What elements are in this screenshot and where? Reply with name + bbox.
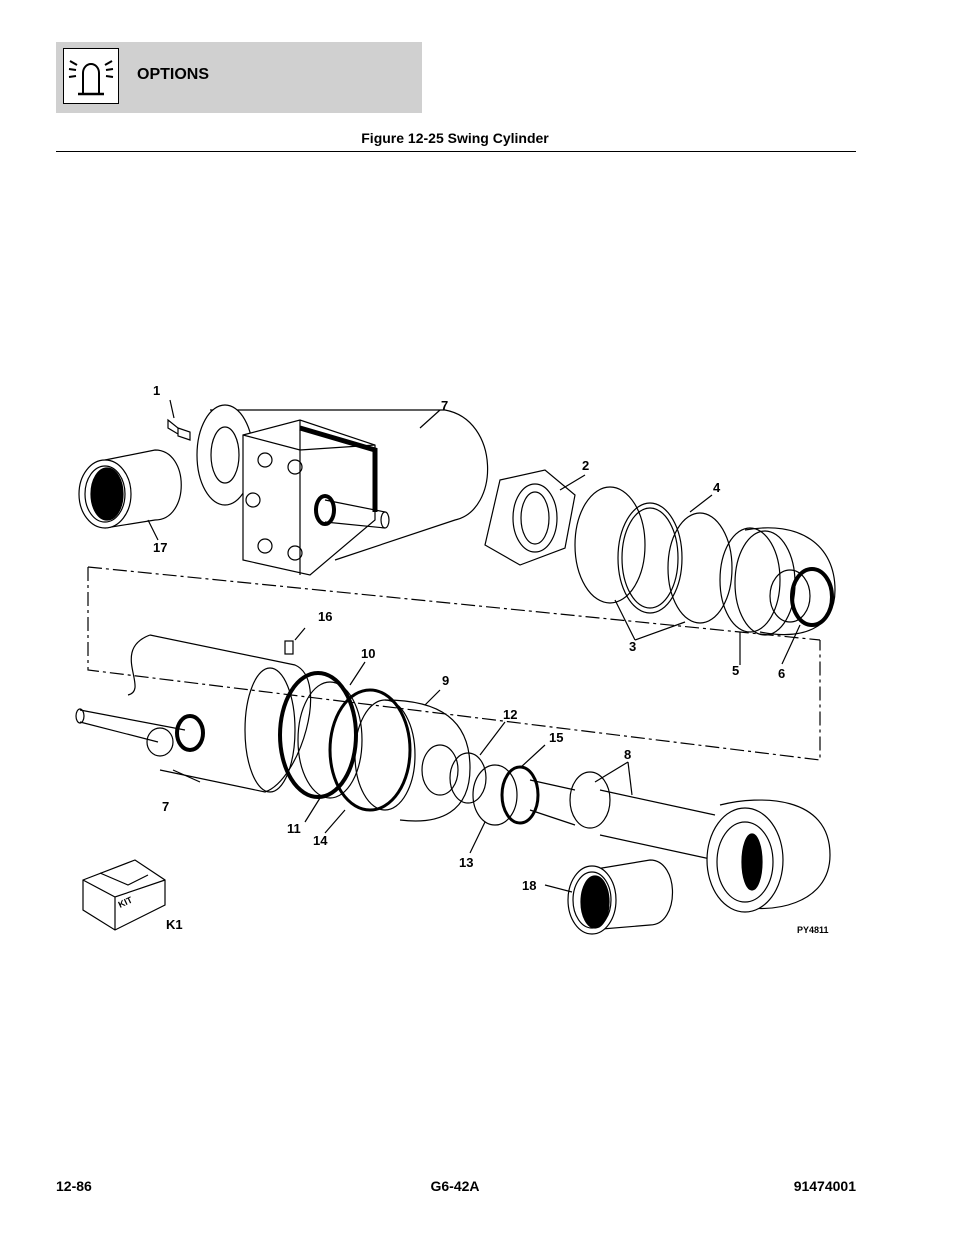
footer-part-number: 91474001 (793, 1178, 856, 1194)
footer-model: G6-42A (430, 1178, 480, 1194)
swing-cylinder-exploded-diagram: 1 7 2 4 17 16 3 10 5 6 9 12 15 8 7 11 14… (75, 383, 836, 935)
callout-4: 4 (713, 480, 721, 495)
callout-12: 12 (503, 707, 517, 722)
callout-7-upper: 7 (441, 398, 448, 413)
callout-8: 8 (624, 747, 631, 762)
callout-9: 9 (442, 673, 449, 688)
callout-18: 18 (522, 878, 536, 893)
callout-17: 17 (153, 540, 167, 555)
callout-15: 15 (549, 730, 563, 745)
footer-page-number: 12-86 (56, 1178, 92, 1194)
callout-16: 16 (318, 609, 332, 624)
header-rule (56, 151, 856, 152)
callout-1: 1 (153, 383, 160, 398)
callout-k1: K1 (166, 917, 183, 932)
beacon-light-icon (63, 48, 119, 104)
callout-7-lower: 7 (162, 799, 169, 814)
callout-2: 2 (582, 458, 589, 473)
figure-title: Figure 12-25 Swing Cylinder (361, 130, 549, 146)
callout-3: 3 (629, 639, 636, 654)
callout-10: 10 (361, 646, 375, 661)
callout-6: 6 (778, 666, 785, 681)
callout-14: 14 (313, 833, 328, 848)
section-title: OPTIONS (137, 66, 210, 83)
callout-5: 5 (732, 663, 739, 678)
callout-13: 13 (459, 855, 473, 870)
drawing-code: PY4811 (797, 925, 829, 935)
callout-11: 11 (287, 821, 301, 836)
